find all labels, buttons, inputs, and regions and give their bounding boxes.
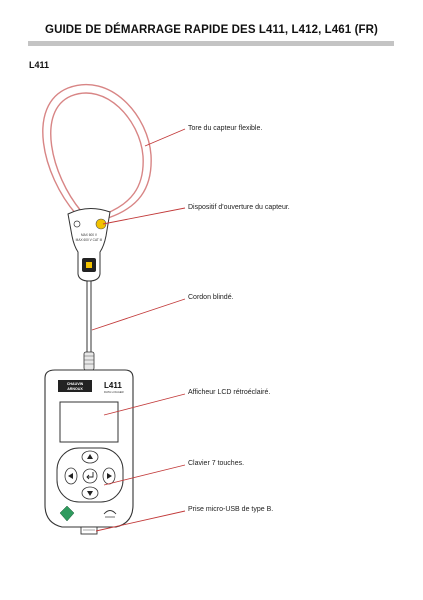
clamp-text-line1: MAX 600 V — [81, 233, 98, 237]
opening-button-icon — [95, 218, 107, 230]
callout-usb: Prise micro-USB de type B. — [188, 506, 274, 513]
brand-logo-icon — [58, 380, 92, 392]
leader-line-loop — [144, 128, 186, 147]
callout-cord: Cordon blindé. — [188, 294, 234, 301]
callout-keypad: Clavier 7 touches. — [188, 460, 245, 467]
clamp-label-yellow-icon — [86, 262, 92, 268]
leader-line-cord — [91, 298, 186, 331]
leader-line-lcd — [103, 393, 186, 416]
key-light-icon — [103, 510, 117, 515]
brand-line1: CHAUVIN — [67, 382, 84, 386]
clamp-text-line2: MAX 600 V CAT III — [76, 238, 103, 242]
model-heading: L411 — [29, 60, 50, 70]
brand-line2: ARNOUX — [67, 387, 83, 391]
flexible-loop-inner — [50, 92, 144, 215]
key-enter — [82, 468, 98, 484]
lcd-display — [59, 401, 119, 443]
callout-loop: Tore du capteur flexible. — [188, 125, 263, 132]
callout-lcd: Afficheur LCD rétroéclairé. — [188, 389, 271, 396]
micro-usb-port — [80, 526, 98, 535]
leader-line-opening — [102, 207, 186, 225]
device-model-sub: DATA LOGGER — [104, 390, 124, 394]
leader-line-keypad — [103, 464, 186, 486]
enter-icon — [86, 472, 94, 480]
leader-line-usb — [95, 510, 186, 532]
device-model: L411 — [104, 381, 122, 390]
page-title: GUIDE DE DÉMARRAGE RAPIDE DES L411, L412… — [45, 24, 378, 36]
title-rule — [28, 41, 394, 46]
key-green-icon — [59, 505, 75, 522]
callout-opening: Dispositif d'ouverture du capteur. — [188, 204, 290, 211]
flexible-loop-outer — [42, 83, 152, 219]
cord-strain-relief — [83, 351, 95, 371]
warning-symbol-icon — [73, 220, 81, 228]
